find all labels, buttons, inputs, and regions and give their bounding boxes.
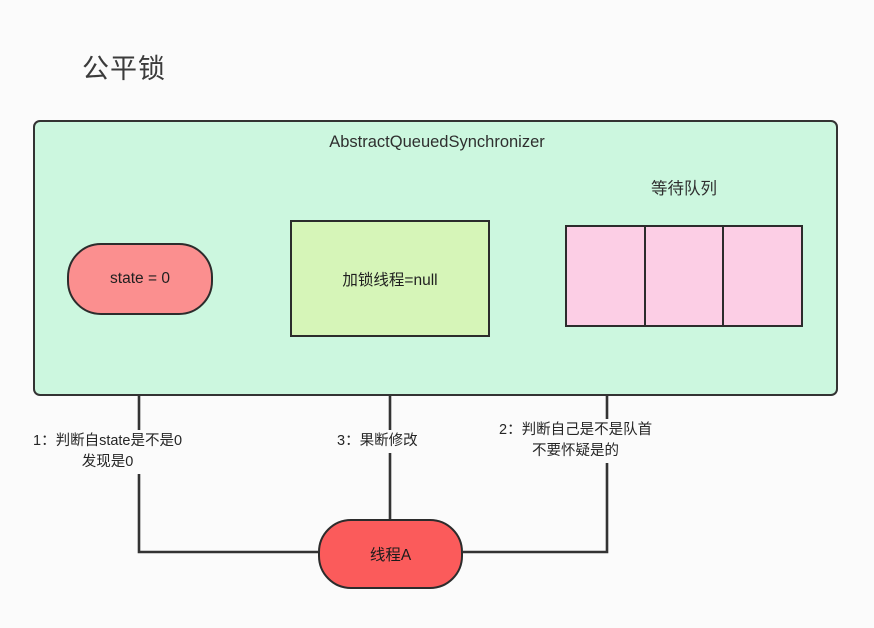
queue-cell[interactable]	[645, 227, 725, 325]
edge-label-1-line1: 1：判断自state是不是0	[33, 433, 183, 449]
queue-cell[interactable]	[567, 227, 646, 325]
page-title: 公平锁	[82, 54, 166, 84]
edge-label-2-line2: 不要怀疑是的	[532, 443, 620, 460]
edge-label-3: 3：果断修改	[334, 430, 421, 454]
aqs-title: AbstractQueuedSynchronizer	[329, 133, 545, 151]
state-node[interactable]: state = 0	[67, 243, 213, 315]
state-node-label: state = 0	[110, 270, 170, 287]
thread-a-node[interactable]: 线程A	[318, 519, 463, 589]
lock-owner-node[interactable]: 加锁线程=null	[290, 220, 490, 337]
edge-line-2	[463, 330, 609, 554]
waiting-queue-title: 等待队列	[651, 180, 717, 198]
edge-label-3-line1: 3：果断修改	[337, 433, 418, 449]
edge-label-1: 1：判断自state是不是0 发现是0	[30, 430, 186, 475]
waiting-queue-box[interactable]	[565, 225, 803, 327]
edge-line-1	[129, 318, 318, 554]
edge-label-2: 2：判断自己是不是队首 不要怀疑是的	[496, 419, 656, 464]
edge-label-2-line1: 2：判断自己是不是队首	[499, 422, 653, 438]
queue-cell[interactable]	[724, 227, 802, 325]
thread-a-node-label: 线程A	[369, 547, 412, 564]
edge-label-1-line2: 发现是0	[81, 454, 134, 471]
lock-owner-node-label: 加锁线程=null	[342, 271, 438, 289]
